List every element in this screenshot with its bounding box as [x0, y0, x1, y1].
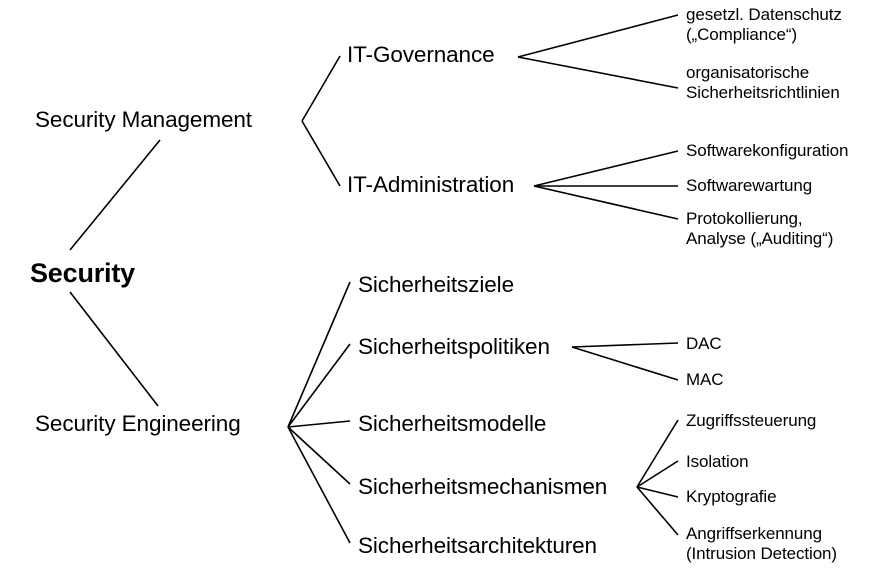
edge-politiken-to-dac [571, 342, 679, 348]
edge-engineering-to-politiken [287, 343, 351, 428]
leaf-gesetzl-datenschutz-line1: gesetzl. Datenschutz [686, 5, 842, 24]
edge-engineering-to-mechanismen [287, 426, 351, 485]
edge-group [69, 14, 679, 544]
node-security-root: Security [30, 258, 135, 288]
leaf-angriffserkennung-line1: Angriffserkennung [686, 524, 822, 543]
edge-mechanismen-to-angriffserkennung [636, 486, 679, 536]
edge-engineering-to-modelle [287, 420, 351, 428]
edge-politiken-to-mac [571, 346, 679, 381]
edge-governance-to-datenschutz [517, 14, 679, 58]
leaf-angriffserkennung-line2: (Intrusion Detection) [686, 544, 837, 563]
edge-administration-to-protokollierung [533, 185, 679, 220]
edge-administration-to-konfiguration [533, 150, 679, 187]
edge-management-to-administration [301, 120, 341, 187]
edge-management-to-governance [301, 55, 341, 122]
edge-mechanismen-to-isolation [636, 460, 679, 488]
leaf-softwarewartung: Softwarewartung [686, 176, 813, 195]
node-it-administration: IT-Administration [347, 172, 515, 197]
edge-governance-to-organisatorische [517, 56, 679, 89]
edge-security-to-management [69, 139, 161, 251]
leaf-dac: DAC [686, 334, 722, 353]
node-it-governance: IT-Governance [347, 42, 495, 67]
leaf-mac: MAC [686, 370, 724, 389]
node-sicherheitsziele: Sicherheitsziele [358, 272, 514, 297]
node-security-engineering: Security Engineering [35, 411, 241, 436]
leaf-softwarekonfiguration: Softwarekonfiguration [686, 141, 849, 160]
node-sicherheitsarchitekturen: Sicherheitsarchitekturen [358, 533, 597, 558]
node-sicherheitsmodelle: Sicherheitsmodelle [358, 411, 547, 436]
leaf-gesetzl-datenschutz-line2: („Compliance“) [686, 25, 798, 44]
node-sicherheitspolitiken: Sicherheitspolitiken [358, 334, 550, 359]
leaf-zugriffssteuerung: Zugriffssteuerung [686, 411, 817, 430]
leaf-protokollierung-line2: Analyse („Auditing“) [686, 229, 834, 248]
leaf-isolation: Isolation [686, 452, 749, 471]
leaf-organisatorische-line1: organisatorische [686, 63, 810, 82]
edge-security-to-engineering [69, 291, 159, 407]
edge-mechanismen-to-kryptografie [636, 486, 679, 498]
edge-mechanismen-to-zugriffssteuerung [636, 419, 679, 488]
leaf-kryptografie: Kryptografie [686, 487, 777, 506]
node-sicherheitsmechanismen: Sicherheitsmechanismen [358, 474, 608, 499]
leaf-protokollierung-line1: Protokollierung, [686, 209, 803, 228]
edge-engineering-to-architekturen [287, 426, 351, 544]
leaf-organisatorische-line2: Sicherheitsrichtlinien [686, 83, 840, 102]
node-security-management: Security Management [35, 107, 252, 132]
edge-engineering-to-ziele [287, 281, 351, 428]
